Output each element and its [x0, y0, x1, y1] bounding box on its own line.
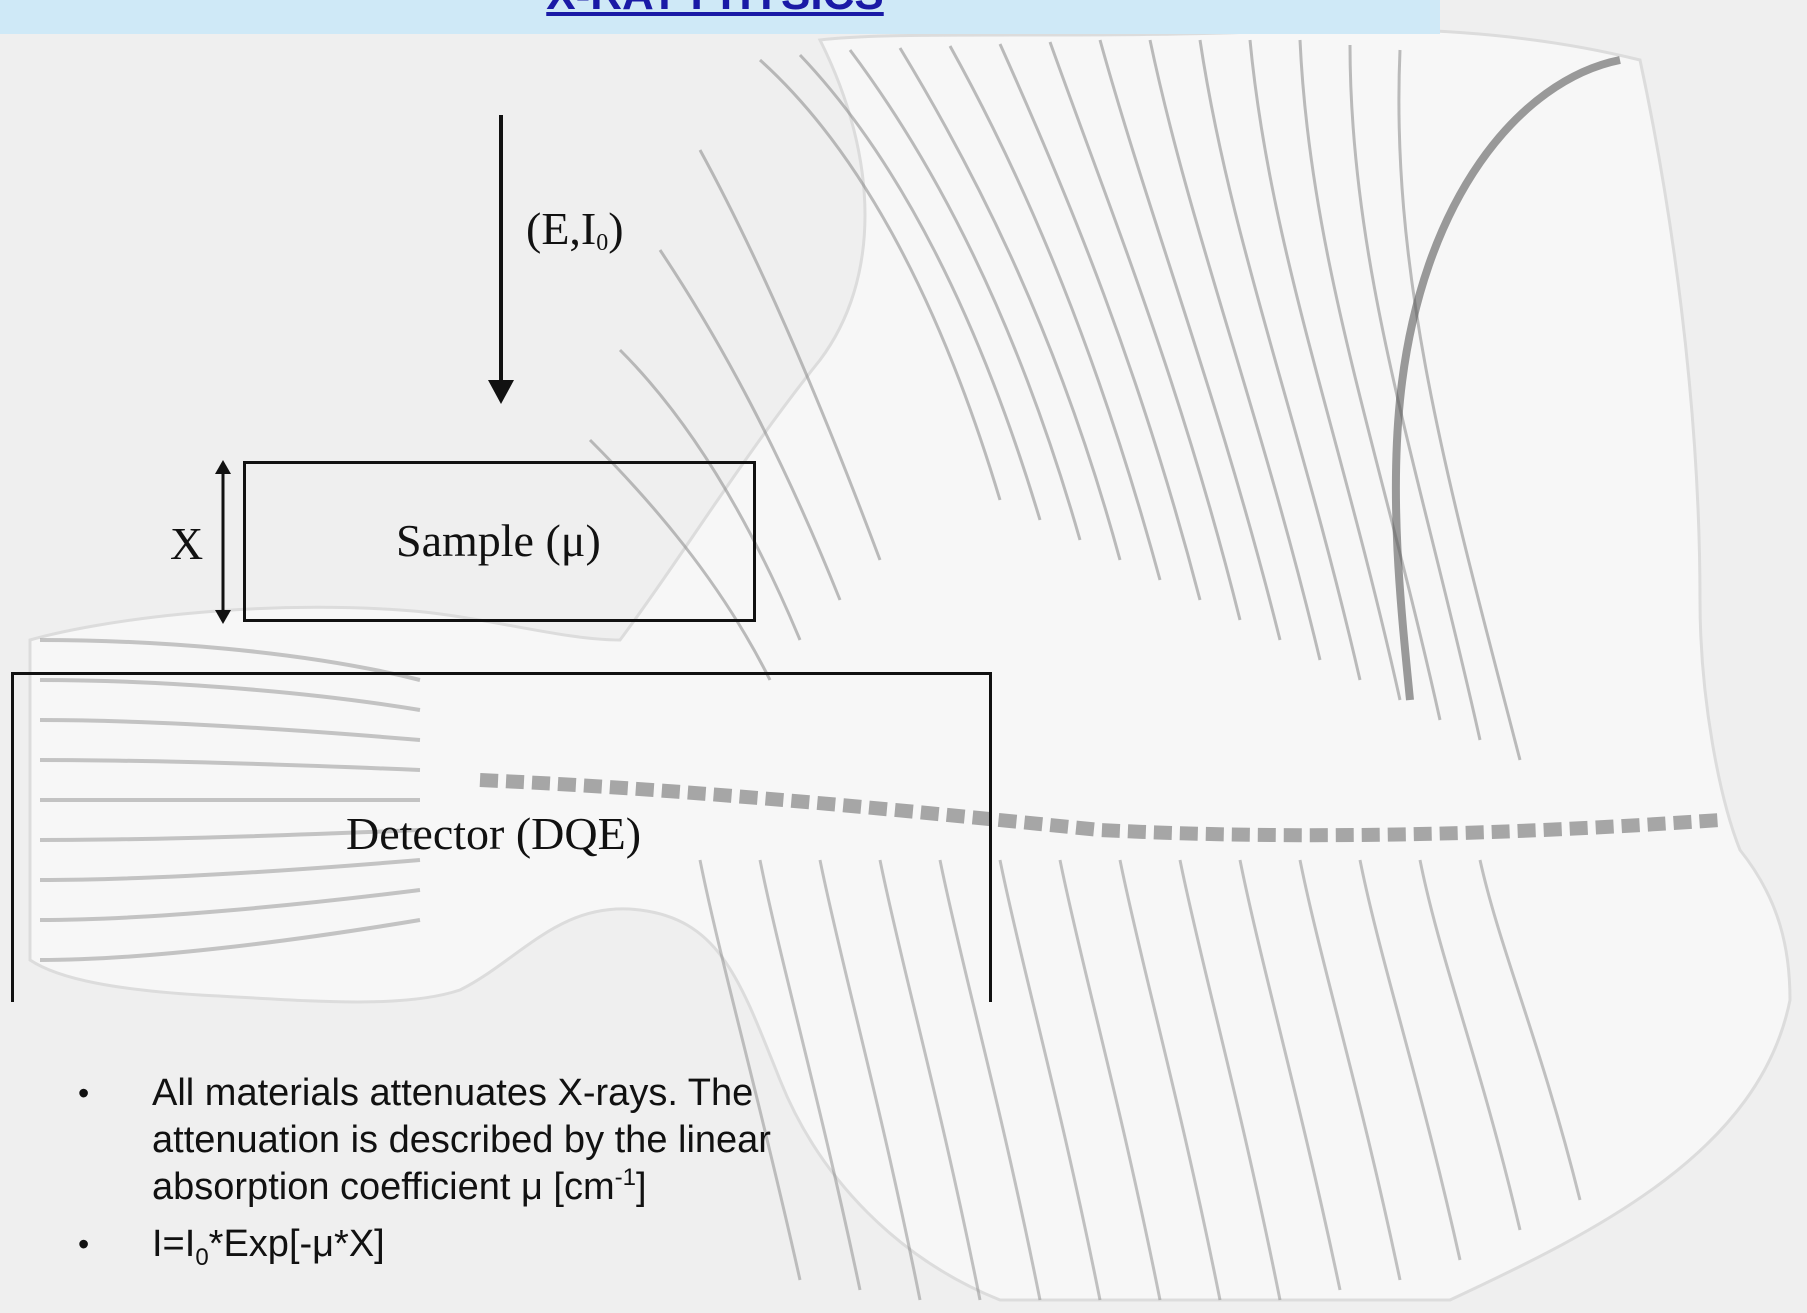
- bullet-line: attenuation is described by the linear: [152, 1117, 970, 1164]
- beam-label: (E,I0): [526, 202, 624, 257]
- bullet-marker: •: [78, 1221, 89, 1268]
- beam-arrow-head: [488, 380, 514, 404]
- bullet-marker: •: [78, 1070, 89, 1117]
- thickness-arrow-bottom: [215, 610, 231, 624]
- bullet-list: • All materials attenuates X-rays. The a…: [70, 1070, 970, 1278]
- bullet-line: All materials attenuates X-rays. The: [152, 1070, 970, 1117]
- detector-label: Detector (DQE): [346, 807, 641, 860]
- bullet-line: absorption coefficient μ [cm-1]: [152, 1164, 970, 1211]
- bullet-formula: • I=I0*Exp[-μ*X]: [70, 1221, 970, 1268]
- thickness-label: X: [170, 517, 203, 570]
- sample-label: Sample (μ): [396, 514, 601, 567]
- thickness-arrow-top: [215, 460, 231, 474]
- bullet-attenuation: • All materials attenuates X-rays. The a…: [70, 1070, 970, 1211]
- attenuation-formula: I=I0*Exp[-μ*X]: [152, 1221, 970, 1268]
